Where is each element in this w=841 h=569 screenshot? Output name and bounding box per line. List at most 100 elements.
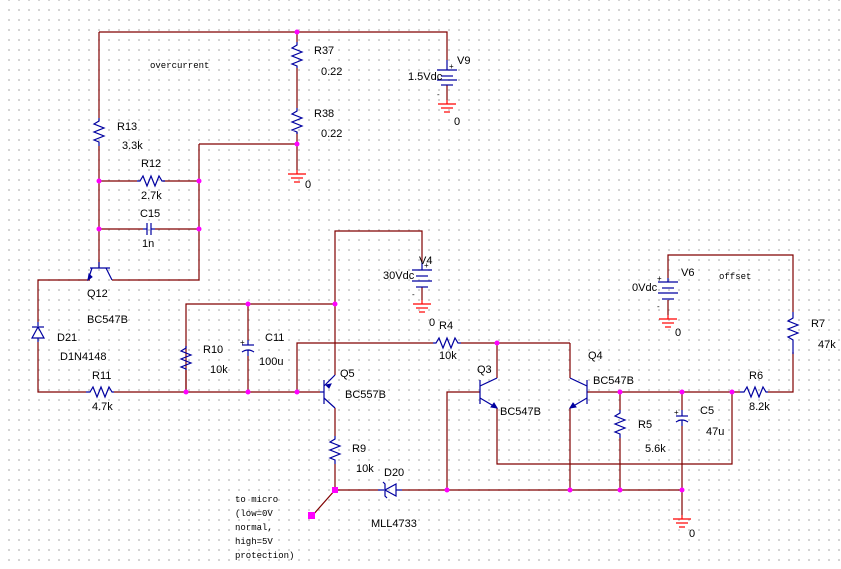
d20-ref: D20	[384, 467, 404, 479]
r4-ref: R4	[439, 320, 453, 332]
transistor-q4	[569, 377, 588, 409]
capacitor-c15	[143, 223, 155, 235]
d21-ref: D21	[57, 332, 77, 344]
c11-ref: C11	[265, 332, 284, 344]
v9-value: 1.5Vdc	[408, 71, 443, 83]
v4-plus: +	[424, 261, 429, 270]
resistor-r7	[786, 312, 800, 354]
r10-value: 10k	[210, 364, 228, 376]
c5-ref: C5	[700, 405, 714, 417]
r5-value: 5.6k	[645, 443, 666, 455]
v4-value: 30Vdc	[383, 270, 415, 282]
capacitor-c11	[241, 340, 255, 356]
ground-symbol-r38	[288, 170, 306, 183]
ground-symbol-v9	[438, 100, 456, 113]
r38-ref: R38	[314, 108, 334, 120]
voltage-source-v6	[658, 278, 678, 300]
ground-symbol-main	[673, 515, 691, 528]
c11-value: 100u	[259, 356, 283, 368]
r12-ref: R12	[141, 158, 161, 170]
capacitor-c5	[675, 410, 689, 426]
v9-ref: V9	[457, 55, 470, 67]
q3-ref: Q3	[477, 364, 492, 376]
c15-value: 1n	[142, 238, 154, 250]
q12-ref: Q12	[87, 288, 108, 300]
r11-ref: R11	[92, 370, 111, 382]
resistor-r37	[290, 42, 304, 68]
offset-note: offset	[719, 272, 751, 282]
micro-note-line-1: to micro	[235, 495, 278, 505]
d20-value: MLL4733	[371, 518, 417, 530]
resistor-r12	[137, 174, 165, 188]
diode-d21	[30, 322, 46, 342]
c11-plus: +	[240, 338, 245, 347]
wires	[37, 31, 794, 517]
overcurrent-note: overcurrent	[150, 61, 209, 71]
voltage-source-v9	[437, 60, 457, 86]
v4-minus: -	[412, 290, 415, 299]
r37-ref: R37	[314, 45, 334, 57]
q4-value: BC547B	[593, 375, 634, 387]
r38-value: 0.22	[321, 128, 342, 140]
resistor-r5	[613, 410, 627, 438]
voltage-source-v4	[412, 262, 432, 288]
resistor-r9	[328, 436, 342, 464]
v6-minus: -	[657, 302, 660, 311]
transistor-q5	[320, 374, 336, 409]
c5-plus: +	[674, 408, 679, 417]
resistor-r11	[86, 385, 114, 399]
r38-ground-label: 0	[305, 179, 311, 191]
d21-value: D1N4148	[60, 351, 106, 363]
micro-note-line-2: (low=0V	[235, 509, 273, 519]
polarity-marks: + - + - + - + +	[240, 62, 679, 417]
r13-ref: R13	[117, 121, 137, 133]
r4-value: 10k	[439, 350, 457, 362]
c5-value: 47u	[706, 426, 724, 438]
transistor-q12	[87, 262, 113, 282]
v6-ref: V6	[681, 267, 694, 279]
r37-value: 0.22	[321, 66, 342, 78]
c15-ref: C15	[140, 208, 160, 220]
v4-ref: V4	[419, 255, 432, 267]
ground-symbol-v4	[413, 300, 431, 313]
micro-note-line-4: high=5V	[235, 537, 273, 547]
r11-value: 4.7k	[92, 401, 113, 413]
q4-ref: Q4	[588, 350, 603, 362]
v6-plus: +	[657, 274, 662, 283]
resistor-r38	[290, 108, 304, 134]
q5-ref: Q5	[340, 368, 355, 380]
r6-ref: R6	[749, 370, 763, 382]
component-labels: R37 0.22 R38 0.22 V9 1.5Vdc 0 0 R13 3.3k…	[57, 45, 836, 540]
r12-value: 2.7k	[141, 190, 162, 202]
v9-minus: -	[437, 90, 440, 99]
q3-value: BC547B	[500, 406, 541, 418]
to-micro-port[interactable]	[308, 512, 315, 519]
r6-value: 8.2k	[749, 401, 770, 413]
r13-value: 3.3k	[122, 140, 143, 152]
junction-dots	[96, 29, 735, 493]
v6-value: 0Vdc	[632, 282, 658, 294]
micro-note-line-3: normal,	[235, 523, 273, 533]
r9-value: 10k	[356, 463, 374, 475]
resistor-r13	[92, 118, 106, 146]
r9-ref: R9	[352, 443, 366, 455]
q12-value: BC547B	[87, 314, 128, 326]
main-ground-label: 0	[689, 528, 695, 540]
r5-ref: R5	[638, 419, 652, 431]
r7-ref: R7	[811, 318, 825, 330]
r10-ref: R10	[203, 344, 223, 356]
ground-symbol-v6	[659, 315, 677, 328]
annotations: overcurrent offset to micro (low=0V norm…	[150, 61, 751, 561]
net-node-marker	[332, 487, 338, 493]
resistor-r6	[740, 385, 768, 399]
r7-value: 47k	[818, 339, 836, 351]
v6-ground-label: 0	[675, 327, 681, 339]
resistor-r10	[179, 346, 193, 370]
q5-value: BC557B	[345, 389, 386, 401]
v9-plus: +	[449, 62, 454, 71]
micro-note-line-5: protection)	[235, 551, 294, 561]
zener-diode-d20	[378, 481, 402, 499]
resistor-r4	[433, 336, 461, 350]
